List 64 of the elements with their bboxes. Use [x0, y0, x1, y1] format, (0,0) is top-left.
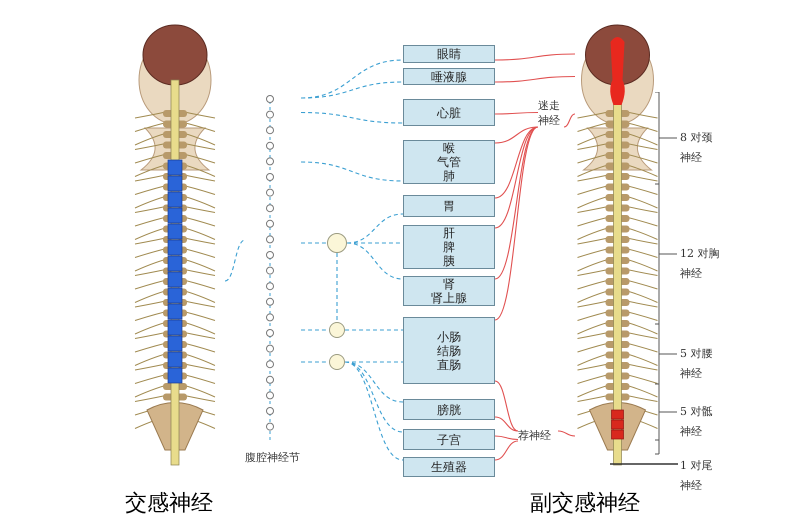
- organ-label: 结肠: [437, 344, 461, 358]
- ganglion-label: 腹腔神经节: [245, 450, 300, 465]
- nerve-line: [300, 81, 404, 99]
- figure-caption: 交感神经: [125, 490, 213, 518]
- organ-label: 眼睛: [437, 47, 461, 61]
- organ-box: [403, 99, 495, 126]
- nerve-line: [495, 53, 575, 61]
- organ-box: [403, 140, 495, 184]
- organ-box: [403, 225, 495, 269]
- nerve-count-label: 5 对骶神经: [680, 404, 714, 440]
- nerve-line: [494, 126, 538, 229]
- ganglion-circle: [329, 322, 345, 338]
- nerve-line: [494, 435, 518, 440]
- organ-label: 胃: [443, 199, 455, 213]
- organ-label: 生殖器: [431, 460, 467, 474]
- nerve-line: [494, 126, 538, 144]
- organ-label: 心脏: [437, 106, 461, 120]
- nerve-count-label: 1 对尾神经: [680, 458, 714, 494]
- organ-label: 唾液腺: [431, 70, 467, 84]
- organ-label: 肺: [443, 169, 455, 183]
- organ-label: 肾: [443, 277, 455, 291]
- organ-label: 膀胱: [437, 402, 461, 416]
- nerve-line: [301, 112, 403, 124]
- organ-box: [403, 276, 495, 306]
- nerve-line: [495, 76, 575, 83]
- nerve-line: [346, 242, 404, 280]
- nerve-line: [494, 126, 538, 320]
- organ-box: [403, 195, 495, 217]
- figure-caption: 副交感神经: [530, 490, 640, 518]
- nerve-line: [494, 380, 518, 432]
- nerve-count-label: 5 对腰神经: [680, 346, 714, 382]
- organ-label: 肾上腺: [431, 291, 467, 305]
- organ-label: 小肠: [437, 330, 461, 344]
- nerve-line: [336, 253, 338, 322]
- ganglion-circle: [327, 233, 347, 253]
- organ-label: 脾: [443, 240, 455, 254]
- organ-label: 气管: [437, 155, 461, 169]
- nerve-line: [345, 329, 403, 331]
- nerve-line: [344, 361, 404, 461]
- nerve-count-label: 8 对颈神经: [680, 130, 714, 166]
- nerve-line: [494, 416, 518, 432]
- organ-box: [403, 68, 495, 85]
- ganglion-circle: [329, 354, 345, 370]
- organ-box: [403, 317, 495, 384]
- nerve-line: [495, 112, 538, 115]
- nerve-line: [301, 361, 329, 363]
- organ-box: [403, 429, 495, 450]
- nerve-count-label: 12 对胸神经: [680, 246, 720, 282]
- organ-label: 喉: [443, 141, 455, 155]
- nerve-line: [301, 329, 329, 331]
- nerve-line: [224, 239, 246, 282]
- organ-box: [403, 45, 495, 63]
- nerve-line: [564, 113, 576, 128]
- nerve-line: [344, 361, 404, 433]
- organ-box: [403, 457, 495, 477]
- organ-label: 肝: [443, 226, 455, 240]
- nerve-line: [301, 242, 327, 244]
- nerve-line: [300, 161, 404, 182]
- organ-label: 子宫: [437, 432, 461, 446]
- organ-label: 直肠: [437, 358, 461, 372]
- nerve-line: [494, 440, 518, 461]
- nerve-line: [558, 430, 576, 437]
- organ-box: [403, 399, 495, 420]
- organ-label: 胰: [443, 254, 455, 268]
